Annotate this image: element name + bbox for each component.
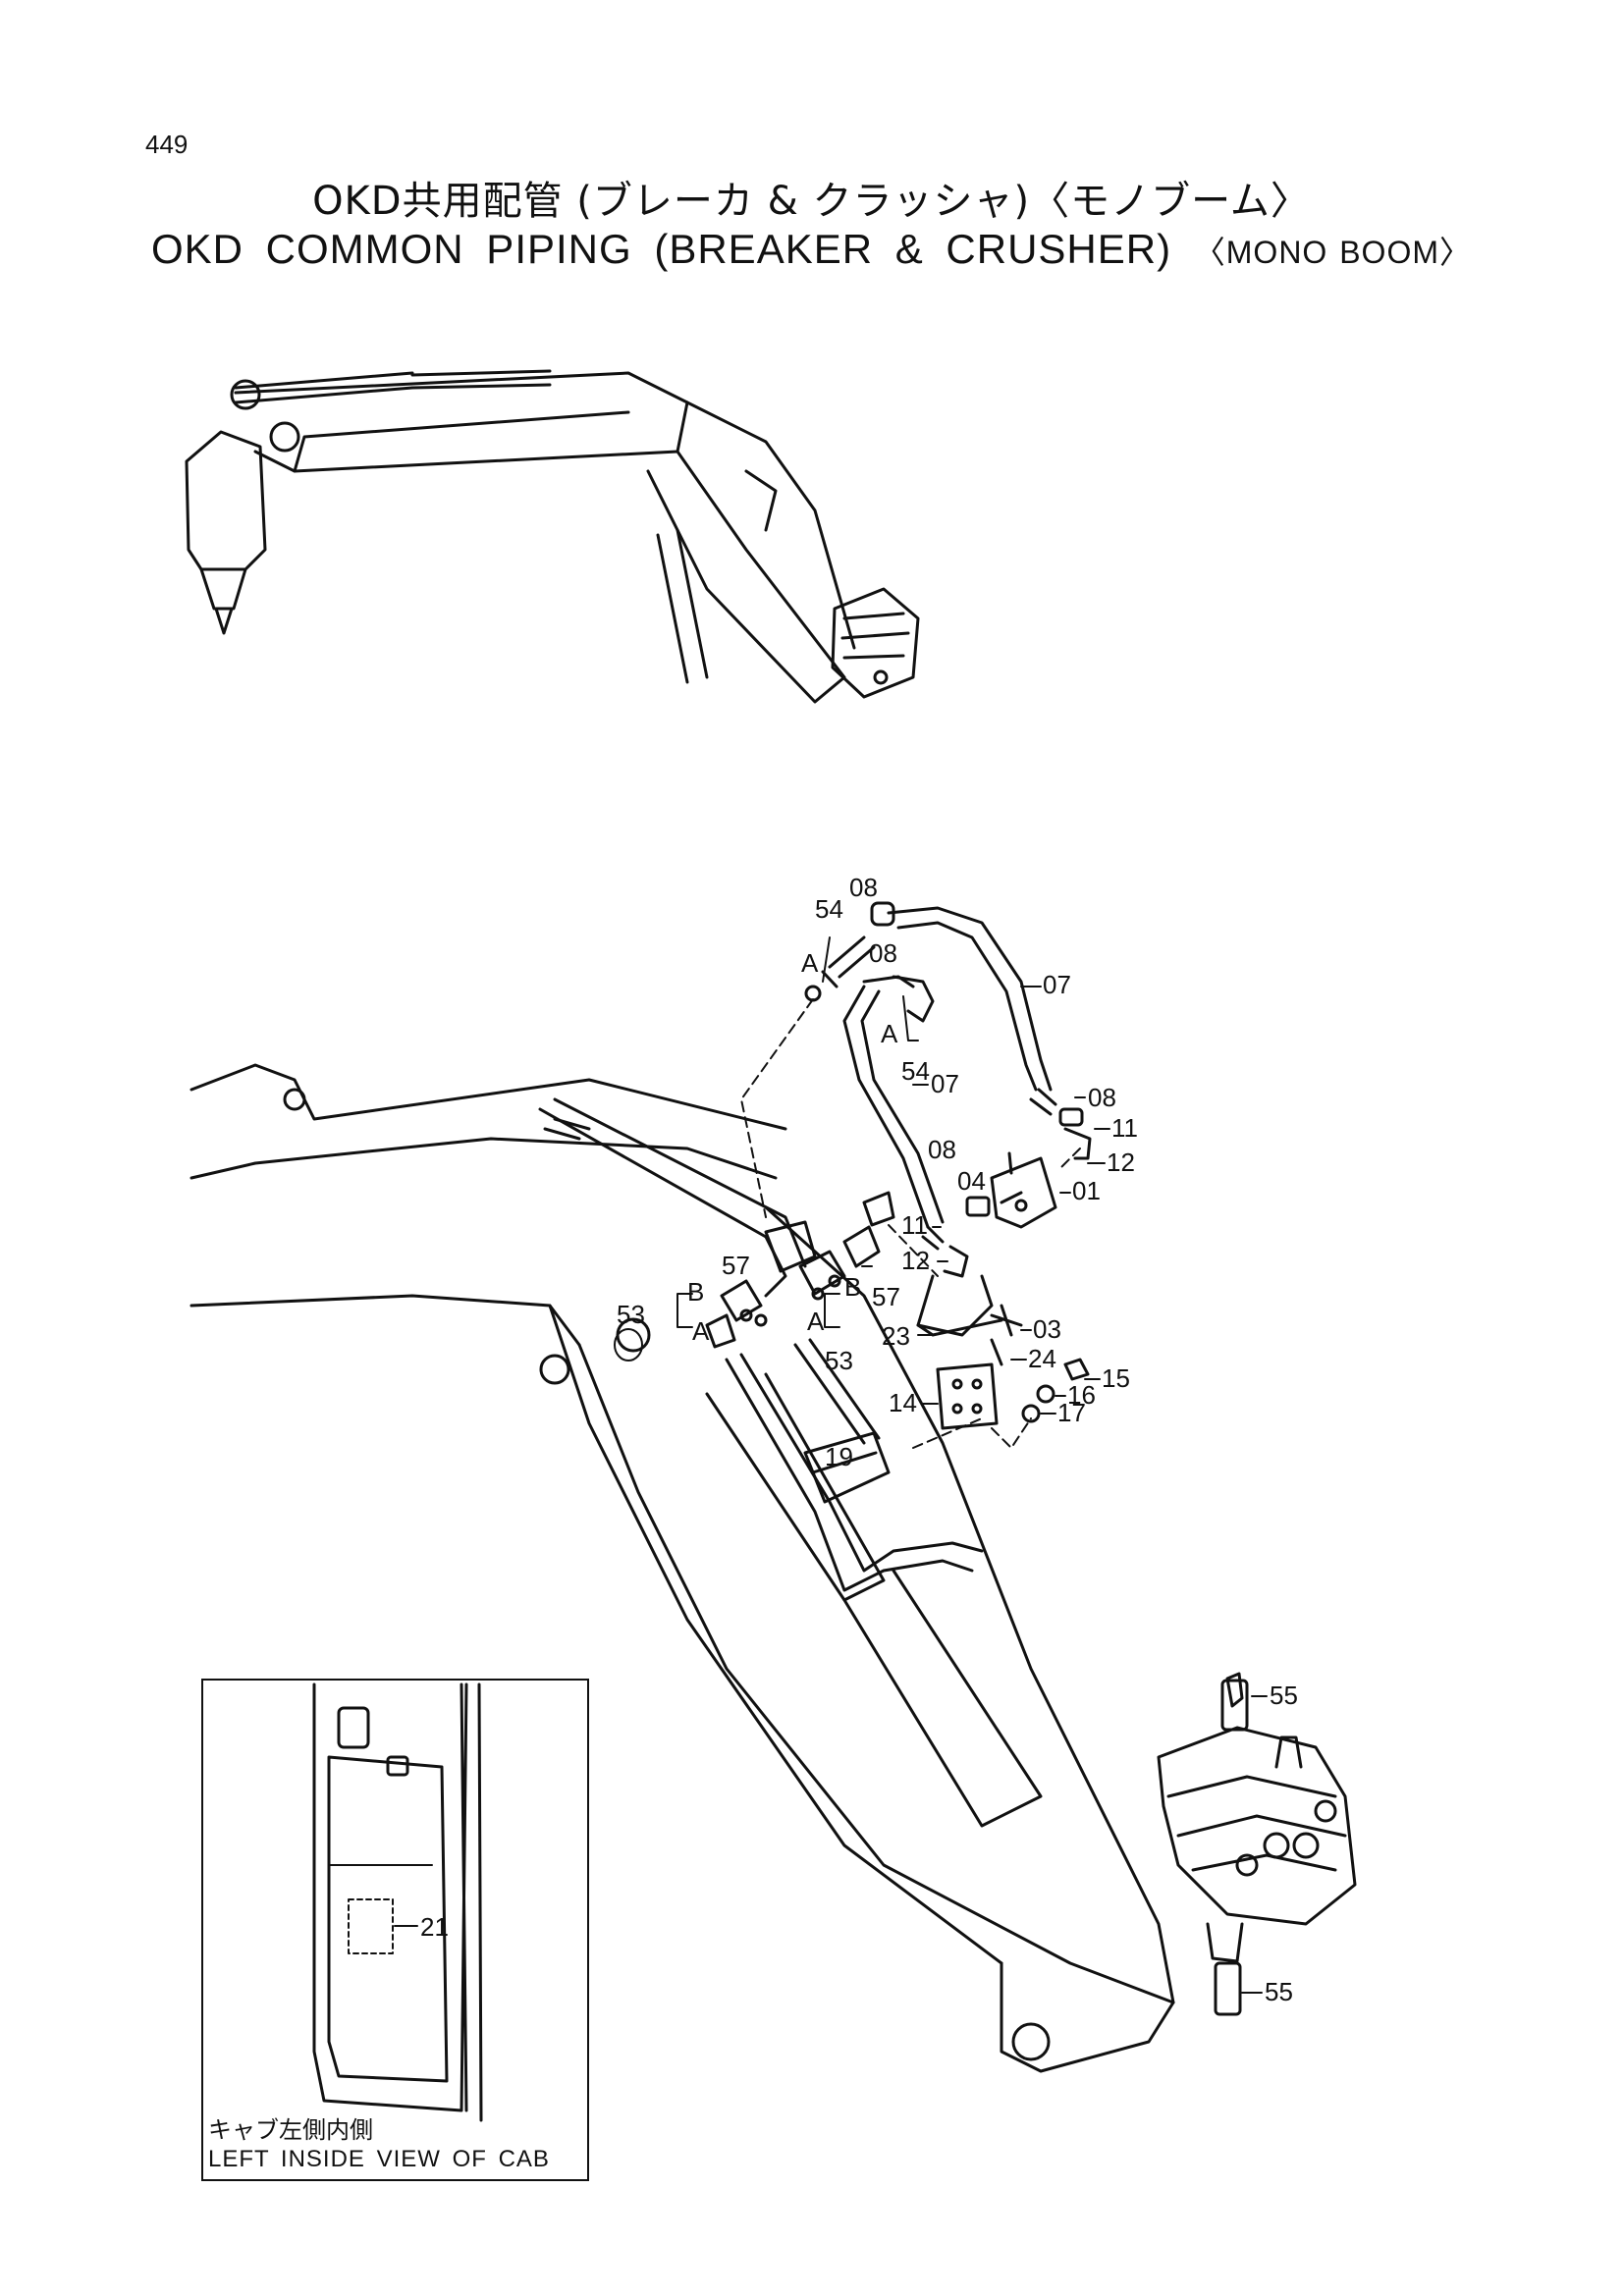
label-a: A xyxy=(801,948,819,978)
page-number: 449 xyxy=(145,130,189,159)
label-12: 12 xyxy=(901,1246,930,1275)
label-15: 15 xyxy=(1102,1363,1130,1393)
leader-lines xyxy=(740,998,1081,1449)
label-24: 24 xyxy=(1028,1344,1056,1373)
label-a: A xyxy=(881,1019,898,1048)
label-23: 23 xyxy=(882,1321,910,1351)
part-labels: 54 08 A 08 07 A 54 07 08 11 12 08 04 01 … xyxy=(420,873,1298,2006)
title-english: OKD COMMON PIPING (BREAKER & CRUSHER) 〈M… xyxy=(0,226,1623,273)
title-japanese: OKD共用配管 (ブレーカ & クラッシャ)〈モノブーム〉 xyxy=(312,179,1311,224)
inset-caption-english: LEFT INSIDE VIEW OF CAB xyxy=(208,2146,550,2172)
inset-cab-illustration xyxy=(312,1682,483,2122)
label-16: 16 xyxy=(1067,1380,1096,1410)
label-01: 01 xyxy=(1072,1176,1101,1205)
label-53: 53 xyxy=(617,1300,645,1329)
label-08: 08 xyxy=(928,1135,956,1164)
label-21: 21 xyxy=(420,1912,449,1942)
label-57: 57 xyxy=(872,1282,900,1311)
label-17: 17 xyxy=(1057,1398,1086,1427)
label-08: 08 xyxy=(849,873,878,902)
title-english-main: OKD COMMON PIPING (BREAKER & CRUSHER) xyxy=(150,226,1172,272)
label-a: A xyxy=(692,1316,710,1346)
label-08: 08 xyxy=(869,938,897,968)
label-07: 07 xyxy=(931,1069,959,1098)
label-19: 19 xyxy=(825,1442,853,1471)
label-b: B xyxy=(844,1272,861,1302)
inset-detail-box xyxy=(201,1679,589,2181)
label-12: 12 xyxy=(1107,1148,1135,1177)
label-55: 55 xyxy=(1265,1977,1293,2006)
title-english-suffix: 〈MONO BOOM〉 xyxy=(1193,235,1472,270)
label-leaders xyxy=(861,986,1268,1994)
piping-assembly xyxy=(705,901,1092,1592)
label-54: 54 xyxy=(901,1056,930,1086)
label-04: 04 xyxy=(957,1166,986,1196)
overview-excavator-illustration xyxy=(185,369,920,704)
label-07: 07 xyxy=(1043,970,1071,999)
label-54: 54 xyxy=(815,894,843,924)
label-57: 57 xyxy=(722,1251,750,1280)
control-valve-illustration xyxy=(1157,1672,1357,2016)
label-14: 14 xyxy=(889,1388,917,1417)
label-53: 53 xyxy=(825,1346,853,1375)
label-b: B xyxy=(687,1277,704,1307)
label-11: 11 xyxy=(901,1210,928,1240)
inset-caption-japanese: キャブ左側内側 xyxy=(208,2116,373,2144)
label-55: 55 xyxy=(1270,1681,1298,1710)
label-11: 11 xyxy=(1111,1113,1138,1143)
label-03: 03 xyxy=(1033,1314,1061,1344)
label-08: 08 xyxy=(1088,1083,1116,1112)
label-a: A xyxy=(807,1307,825,1336)
boom-illustration xyxy=(189,1063,1175,2073)
